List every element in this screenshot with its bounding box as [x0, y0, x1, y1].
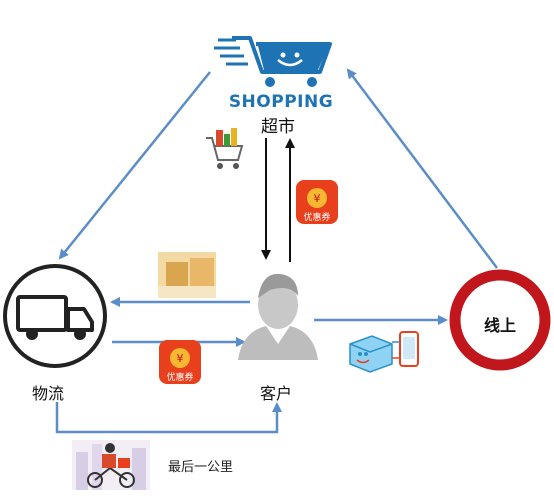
svg-text:¥: ¥ — [177, 352, 184, 365]
customer-avatar — [238, 273, 318, 360]
logistics-label: 物流 — [31, 384, 64, 403]
shopping-logo-text: SHOPPING — [228, 92, 334, 112]
truck-icon — [16, 295, 94, 340]
arrow-online-to-supermarket — [346, 68, 498, 269]
coupon-icon-top: ¥ — [296, 180, 338, 224]
arrow-last-mile — [55, 402, 282, 434]
package-photo — [158, 252, 216, 298]
last-mile-label: 最后一公里 — [168, 460, 234, 475]
coupon-label-bottom: 优惠券 — [166, 373, 194, 383]
logistics-node — [3, 264, 107, 368]
coupon-icon-bottom: ¥ — [159, 340, 201, 384]
grocery-cart-icon — [206, 128, 244, 169]
arrow-supermarket-to-logistics — [58, 71, 211, 260]
svg-text:¥: ¥ — [314, 192, 321, 205]
online-label: 线上 — [483, 316, 516, 335]
coupon-label-top: 优惠券 — [303, 213, 331, 223]
delivery-rider-icon — [72, 440, 150, 490]
customer-label: 客户 — [259, 384, 292, 403]
supermarket-label: 超市 — [261, 117, 295, 137]
box-phone-icon — [349, 331, 419, 373]
online-node — [449, 269, 551, 371]
shopping-cart-icon — [214, 36, 332, 87]
